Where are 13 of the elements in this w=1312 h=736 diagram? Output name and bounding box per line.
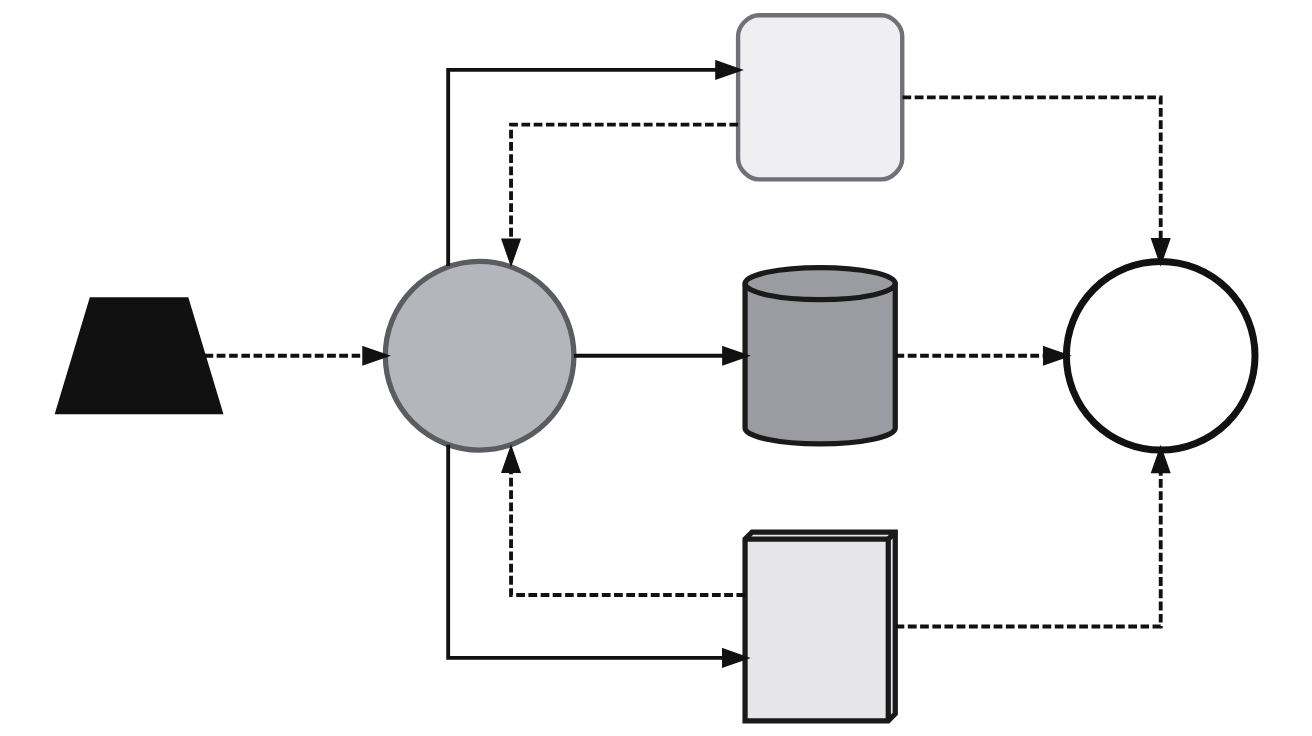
arrow: [902, 95, 1171, 267]
node-box: [735, 13, 905, 182]
arrow: [446, 59, 744, 267]
node-circle: [382, 258, 577, 453]
arrow: [501, 444, 746, 597]
node-circle: [1062, 257, 1259, 454]
arrow: [204, 345, 391, 366]
arrow: [895, 444, 1171, 629]
arrow: [895, 345, 1072, 366]
arrow: [574, 345, 751, 366]
node-person: [54, 297, 224, 415]
arrow: [501, 122, 739, 268]
arrow: [446, 444, 751, 668]
